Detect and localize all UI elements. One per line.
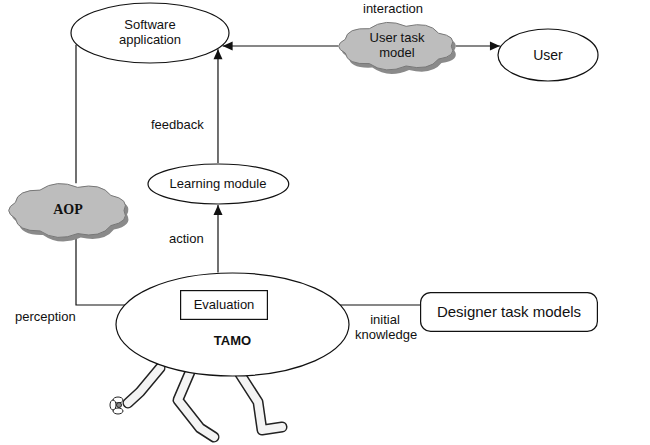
ellipse-node: User	[497, 28, 599, 82]
node-text: Designer task models	[437, 303, 581, 320]
connector	[214, 205, 223, 272]
arrow-head	[214, 205, 223, 215]
process-box: Evaluation	[180, 290, 268, 320]
edge-label: initial knowledge	[354, 313, 416, 343]
note-label: interaction	[362, 2, 424, 17]
cloud-node: AOP	[8, 183, 128, 238]
node-text: Software application	[103, 18, 198, 48]
node-text: User	[533, 47, 563, 63]
edge-label: perception	[14, 310, 77, 325]
edge-label: feedback	[150, 118, 205, 133]
connector	[223, 41, 339, 50]
node-text: User task model	[358, 31, 436, 61]
ellipse-node: Learning module	[147, 163, 290, 205]
node-text: TAMO	[115, 334, 350, 349]
node-text: AOP	[53, 202, 83, 218]
arrow-head	[490, 41, 500, 50]
connector	[76, 45, 77, 183]
cloud-node: User task model	[338, 22, 455, 70]
ellipse-node: Software application	[70, 2, 230, 64]
node-text: Evaluation	[194, 298, 255, 313]
connector	[456, 41, 500, 50]
connector	[213, 49, 222, 163]
edge-label: action	[168, 232, 205, 247]
ellipse-outline	[115, 272, 350, 377]
process-box: Designer task models	[420, 292, 598, 332]
ellipse-node: TAMO Evaluation	[115, 272, 350, 377]
node-text: Learning module	[170, 177, 267, 192]
